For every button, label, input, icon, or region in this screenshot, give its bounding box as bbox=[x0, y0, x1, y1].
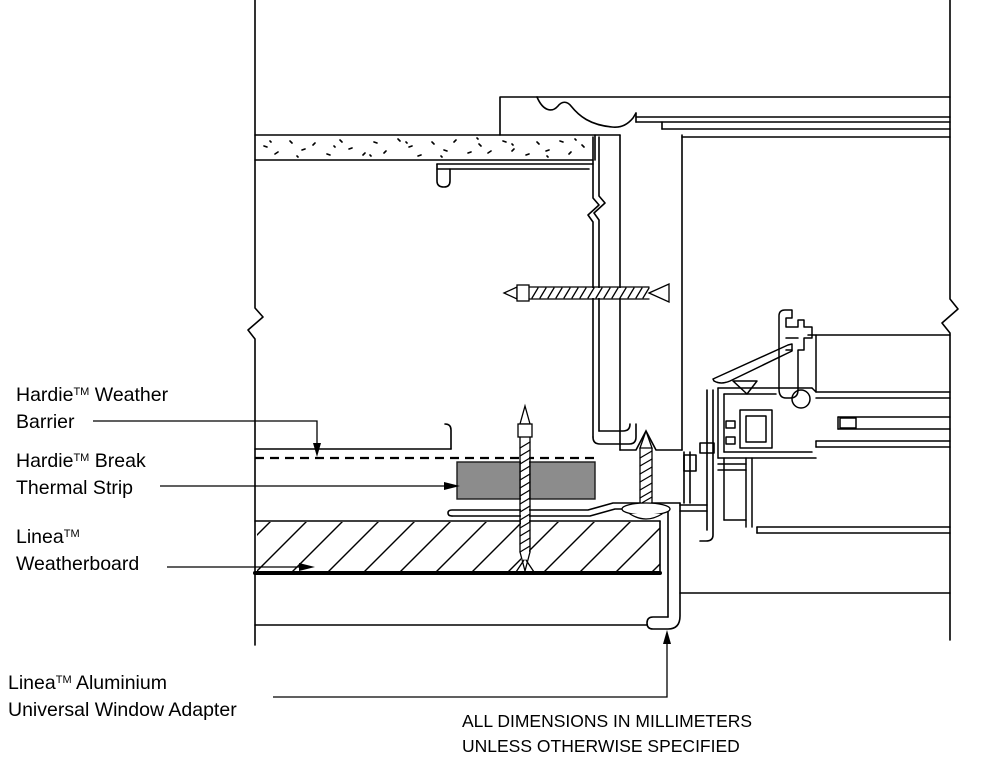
label-adapter: LineaTM Aluminium Universal Window Adapt… bbox=[8, 670, 237, 724]
label-adapter-line2: Universal Window Adapter bbox=[8, 699, 237, 721]
adapter-outer bbox=[646, 502, 681, 630]
window-frame-extrusion bbox=[712, 309, 951, 528]
label-weatherboard-line2: Weatherboard bbox=[16, 553, 140, 575]
label-thermal-strip-line1: HardieTM Break bbox=[16, 450, 146, 472]
leader-adapter bbox=[273, 644, 668, 698]
label-weatherboard: LineaTM Weatherboard bbox=[16, 524, 139, 578]
leader-weather-barrier bbox=[93, 420, 318, 443]
screw-horizontal bbox=[502, 282, 670, 304]
label-weatherboard-line1: LineaTM bbox=[16, 526, 80, 548]
screw-vertical-left bbox=[515, 403, 535, 573]
label-weather-barrier: HardieTM Weather Barrier bbox=[16, 382, 168, 436]
dimensions-note: ALL DIMENSIONS IN MILLIMETERS UNLESS OTH… bbox=[462, 709, 752, 759]
weatherboard-hatch bbox=[257, 522, 660, 572]
screw-vertical-right bbox=[621, 429, 671, 520]
frame-wedge bbox=[712, 343, 793, 384]
label-weather-barrier-line1: HardieTM Weather bbox=[16, 384, 169, 406]
screw-boss bbox=[791, 389, 811, 409]
screw-flange-washer bbox=[621, 502, 671, 516]
arrow-up-adapter bbox=[663, 630, 671, 644]
arrow-right-weatherboard bbox=[299, 563, 315, 571]
leader-lines bbox=[93, 420, 668, 698]
dimensions-note-line1: ALL DIMENSIONS IN MILLIMETERS bbox=[462, 711, 753, 731]
label-weather-barrier-line2: Barrier bbox=[16, 411, 75, 433]
wall-line-left bbox=[247, 0, 264, 646]
drawing-edge-right bbox=[941, 0, 959, 641]
molding-ogee bbox=[536, 96, 637, 128]
stipple-texture bbox=[263, 137, 585, 158]
arrow-right-thermal-strip bbox=[444, 482, 460, 490]
screw-horizontal-head bbox=[647, 282, 670, 304]
leader-arrowheads bbox=[299, 443, 671, 644]
molding-outline bbox=[499, 96, 951, 136]
label-thermal-strip-line2: Thermal Strip bbox=[16, 477, 134, 499]
glazing-clip-flag bbox=[778, 309, 813, 399]
arrow-down-weather-barrier bbox=[313, 443, 321, 457]
dimensions-note-line2: UNLESS OTHERWISE SPECIFIED bbox=[462, 736, 740, 756]
label-thermal-strip: HardieTM Break Thermal Strip bbox=[16, 448, 146, 502]
label-adapter-line1: LineaTM Aluminium bbox=[8, 672, 167, 694]
